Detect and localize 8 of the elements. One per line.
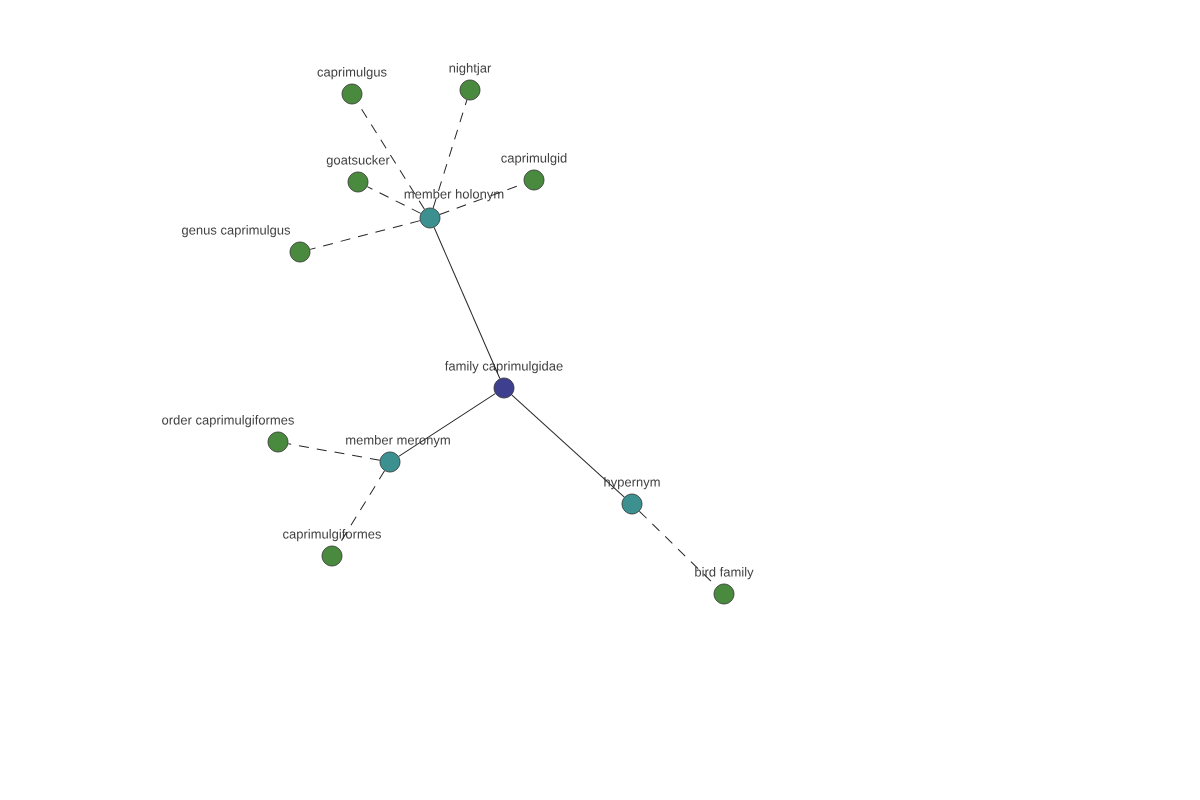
connector-line [432,99,468,209]
connector-line [366,186,422,214]
connector-line [433,227,501,379]
connector-line [638,510,718,588]
connector-line [287,443,381,461]
connector-line [398,393,496,457]
connector-line [309,220,421,250]
connector-line [511,394,625,498]
